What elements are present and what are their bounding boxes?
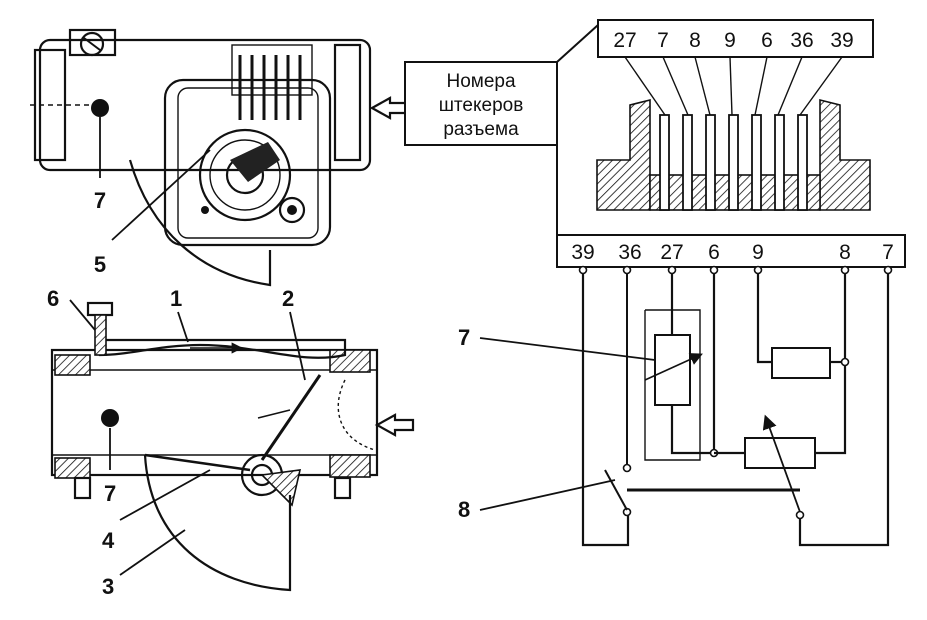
label-1: 1 [170,286,182,311]
label-5-top: 5 [94,252,106,277]
sensor-side-section: 6 1 2 7 4 3 [47,286,415,599]
bottom-pin-36: 36 [618,241,641,264]
caption-line-3: разъема [443,119,519,140]
label-7-top: 7 [94,188,106,213]
label-4: 4 [102,528,115,553]
caption-line-2: штекеров [439,95,524,116]
contact-comb [231,44,313,120]
top-pin-39: 39 [830,29,853,52]
connector-pins [659,114,808,211]
top-pin-7: 7 [657,29,669,52]
connector-section: Номера штекеров разъема 27 7 8 9 6 36 39 [404,19,874,235]
label-7-circuit: 7 [458,325,470,350]
label-6: 6 [47,286,59,311]
bottom-pin-27: 27 [660,241,683,264]
label-7-side: 7 [104,481,116,506]
label-8-circuit: 8 [458,497,470,522]
bottom-pin-8: 8 [839,241,851,264]
top-pin-9: 9 [724,29,736,52]
bottom-pin-39: 39 [571,241,594,264]
bottom-pin-6: 6 [708,241,720,264]
caption-line-1: Номера [446,71,515,92]
label-3: 3 [102,574,114,599]
bottom-pin-7: 7 [882,241,894,264]
sensor-top-view: 7 5 [30,28,410,287]
top-pin-36: 36 [790,29,813,52]
label-2: 2 [282,286,294,311]
circuit-schematic: 39 36 27 6 9 8 7 [458,234,906,547]
top-pin-6: 6 [761,29,773,52]
top-pin-27: 27 [613,29,636,52]
bottom-pin-9: 9 [752,241,764,264]
top-pin-8: 8 [689,29,701,52]
